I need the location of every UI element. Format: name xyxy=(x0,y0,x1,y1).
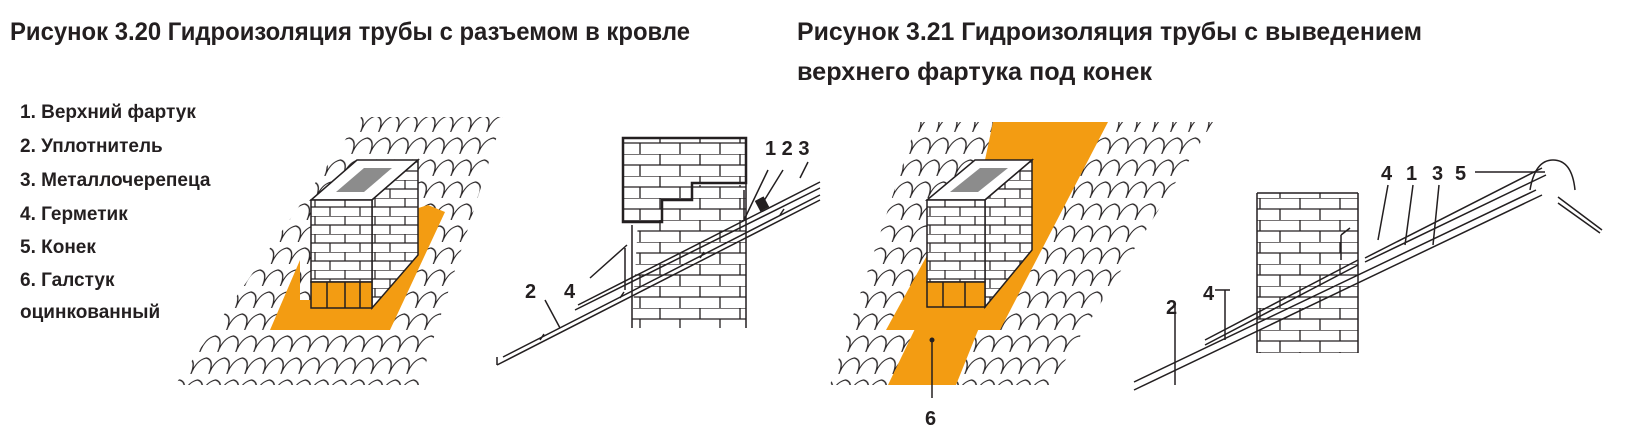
chimney xyxy=(308,158,421,311)
legend-item-2: 2. Уплотнитель xyxy=(20,136,163,157)
callout-2-left: 2 xyxy=(1166,297,1177,319)
chimney-2 xyxy=(924,158,1035,310)
galvanized-tie-6 xyxy=(888,308,987,385)
figure-3-20: Рисунок 3.20 Гидроизоляция трубы с разъе… xyxy=(10,18,821,385)
callout-1-2-3: 1 2 3 xyxy=(765,138,809,160)
figure-3-21: Рисунок 3.21 Гидроизоляция трубы с вывед… xyxy=(797,18,1603,430)
legend-item-4: 4. Герметик xyxy=(20,204,128,225)
callout-4-left: 4 xyxy=(1203,283,1215,305)
callout-5: 5 xyxy=(1455,163,1466,185)
figure-2-title-line-2: верхнего фартука под конек xyxy=(797,58,1152,86)
callout-4-top: 4 xyxy=(1381,163,1393,185)
legend-item-3: 3. Металлочерепеца xyxy=(20,170,211,191)
section-view-2: 4 1 3 5 4 2 xyxy=(1133,159,1603,391)
legend-item-6-cont: оцинкованный xyxy=(20,302,160,323)
ridge-5 xyxy=(1529,159,1576,191)
callout-3: 3 xyxy=(1432,163,1443,185)
legend-item-6: 6. Галстук xyxy=(20,270,115,291)
legend: 1. Верхний фартук 2. Уплотнитель 3. Мета… xyxy=(20,102,211,323)
callout-2: 2 xyxy=(525,281,536,303)
callout-4: 4 xyxy=(564,281,576,303)
figure-1-title: Рисунок 3.20 Гидроизоляция трубы с разъе… xyxy=(10,18,690,46)
legend-item-1: 1. Верхний фартук xyxy=(20,102,196,123)
figure-2-title-line-1: Рисунок 3.21 Гидроизоляция трубы с вывед… xyxy=(797,18,1422,46)
callout-6: 6 xyxy=(925,408,936,430)
callout-1: 1 xyxy=(1406,163,1417,185)
legend-item-5: 5. Конек xyxy=(20,237,96,258)
section-view-1: 1 2 3 2 4 xyxy=(496,136,821,366)
callout-6-dot xyxy=(929,337,935,343)
